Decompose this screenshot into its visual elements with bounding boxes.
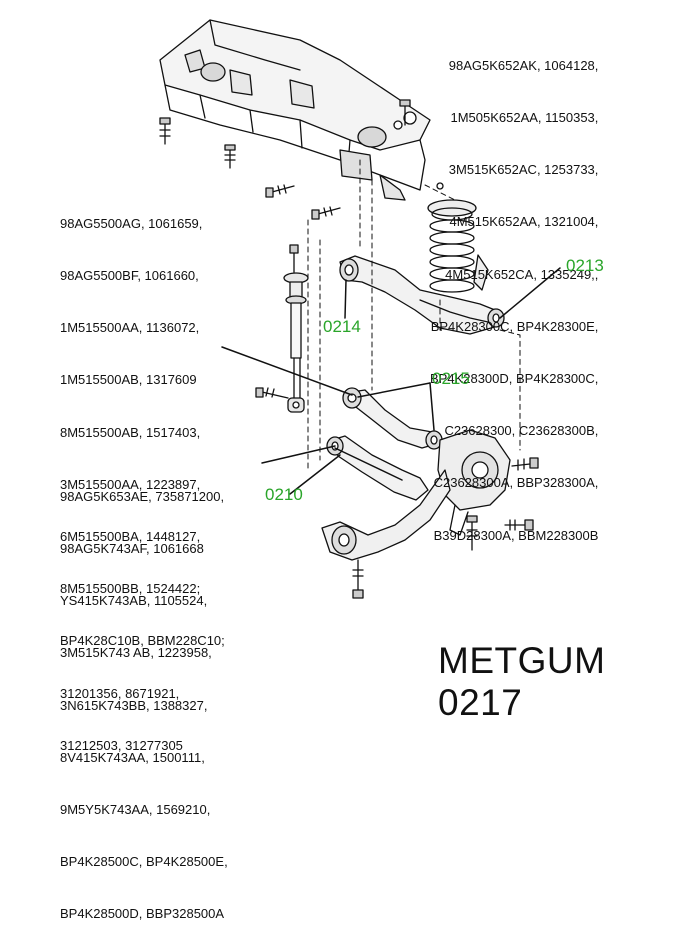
- part-number: BP4K28C10B, BBM228C10;: [60, 633, 225, 649]
- part-number: 3M515K743 AB, 1223958,: [60, 645, 212, 661]
- part-number: BP4K28300C, BP4K28300E,: [430, 318, 599, 334]
- part-number: 3M515500AA, 1223897,: [60, 476, 201, 492]
- part-number: C23628300, C23628300B,: [444, 423, 599, 439]
- part-number: 9M5Y5K743AA, 1569210,: [60, 802, 211, 818]
- part-number: 98AG5500AG, 1061659,: [60, 215, 203, 231]
- part-number: 8V415K743AA, 1500111,: [60, 749, 205, 765]
- part-number: 98AG5K743AF, 1061668: [60, 541, 204, 557]
- part-number: 3N615K743BB, 1388327,: [60, 697, 208, 713]
- upper-lateral-arm: [342, 387, 443, 450]
- part-numbers-lower-arm: 98AG5K653AE, 735871200, 98AG5K743AF, 106…: [60, 453, 228, 940]
- coil-spring: [427, 182, 489, 293]
- part-numbers-upper-arm: 98AG5500AG, 1061659, 98AG5500BF, 1061660…: [60, 180, 225, 772]
- wheel-knuckle: [437, 429, 539, 551]
- suspension-diagram: [159, 19, 561, 599]
- part-number: 98AG5500BF, 1061660,: [60, 268, 199, 284]
- part-number: 1M515500AB, 1317609: [60, 372, 197, 388]
- subframe-bolts: [159, 99, 411, 220]
- brand-part-label: METGUM 0217: [438, 640, 606, 723]
- spring-link-arm: [339, 255, 505, 335]
- part-number: B39D28300A, BBM228300B: [433, 527, 599, 543]
- callout-0215: 0215: [432, 369, 470, 388]
- part-number: 6M515500BA, 1448127,: [60, 529, 201, 545]
- callout-0213: 0213: [566, 256, 604, 275]
- assembly-lines: [307, 159, 521, 471]
- trailing-arm: [321, 469, 451, 599]
- part-number: 98AG5K653AE, 735871200,: [60, 488, 225, 504]
- part-number: YS415K743AB, 1105524,: [60, 593, 208, 609]
- leader-lines: [221, 267, 561, 495]
- shock-absorber: [255, 244, 309, 413]
- part-number: 8M515500BB, 1524422;: [60, 581, 201, 597]
- part-numbers-spring-arm: 98AG5K652AK, 1064128, 1M505K652AA, 11503…: [430, 22, 598, 561]
- part-number: 3M515K652AC, 1253733,: [448, 162, 599, 178]
- rear-subframe: [159, 19, 431, 201]
- part-number: 31201356, 8671921,: [60, 685, 180, 701]
- part-number: BP4K28500D, BBP328500A: [60, 906, 225, 922]
- part-number: C23628300A, BBP328300A,: [433, 475, 599, 491]
- callout-0210: 0210: [265, 485, 303, 504]
- part-number: BP4K28300D, BP4K28300C,: [430, 371, 599, 387]
- part-number: 1M505K652AA, 1150353,: [450, 110, 599, 126]
- part-number: 8M515500AB, 1517403,: [60, 424, 201, 440]
- part-number: 98AG5K652AK, 1064128,: [448, 57, 599, 73]
- callout-0214: 0214: [323, 317, 361, 336]
- part-number: 4M515K652CA, 1335249,,: [445, 266, 599, 282]
- part-number: 4M515K652AA, 1321004,: [449, 214, 599, 230]
- part-number: 1M515500AA, 1136072,: [60, 320, 200, 336]
- part-number: BP4K28500C, BP4K28500E,: [60, 854, 228, 870]
